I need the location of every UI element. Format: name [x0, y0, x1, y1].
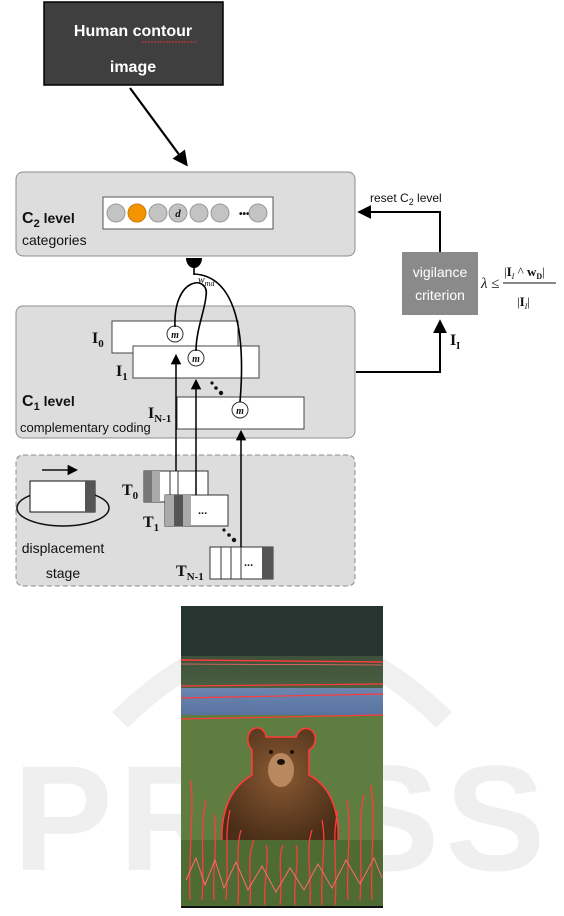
formula-denominator: |II| — [517, 294, 530, 311]
c1-node-m-letter: m — [192, 354, 200, 365]
c1-level-caption: complementary coding — [20, 420, 151, 435]
bear-contour-photo — [181, 606, 383, 908]
template-ellipsis: ... — [198, 505, 207, 517]
reset-c2-label: reset C2 level — [370, 191, 442, 207]
c1-to-vigilance-line — [356, 322, 440, 372]
template-ellipsis: ... — [244, 557, 253, 569]
template-tn-1 — [210, 547, 273, 579]
c2-node — [149, 204, 167, 222]
vigilance-formula: λ ≤ |II ^ wD| |II| — [480, 264, 556, 311]
input-image-label-line2: image — [110, 59, 156, 76]
formula-numerator: |II ^ wD| — [504, 264, 545, 281]
vigilance-label-line2: criterion — [415, 287, 465, 303]
c1-node-m-letter: m — [236, 406, 244, 417]
c2-node-active — [128, 204, 146, 222]
template-dot — [227, 533, 231, 537]
c2-ellipsis: ••• — [239, 209, 250, 220]
c2-node-d-letter: d — [175, 208, 181, 220]
input-arrow — [130, 88, 186, 164]
vigilance-label-line1: vigilance — [413, 264, 468, 280]
c1-dot — [219, 391, 223, 395]
c1-dot — [214, 386, 218, 390]
input-image-label-line1: Human contour — [74, 23, 192, 40]
c2-node — [107, 204, 125, 222]
displacement-block-end — [85, 481, 95, 512]
vigilance-criterion-box — [402, 252, 478, 315]
formula-lambda: λ ≤ — [480, 276, 499, 292]
vigilance-input-label: II — [450, 332, 460, 352]
reset-feedback-line — [360, 212, 440, 252]
c2-node — [249, 204, 267, 222]
c1-node-m-letter: m — [171, 330, 179, 341]
displacement-label-line1: displacement — [22, 540, 105, 556]
c2-level-caption: categories — [22, 232, 87, 248]
template-dot — [222, 528, 225, 531]
template-t1 — [165, 495, 228, 526]
c2-node — [190, 204, 208, 222]
template-dot — [232, 538, 236, 542]
c2-node — [211, 204, 229, 222]
c1-dot — [210, 381, 213, 384]
displacement-label-line2: stage — [46, 565, 80, 581]
